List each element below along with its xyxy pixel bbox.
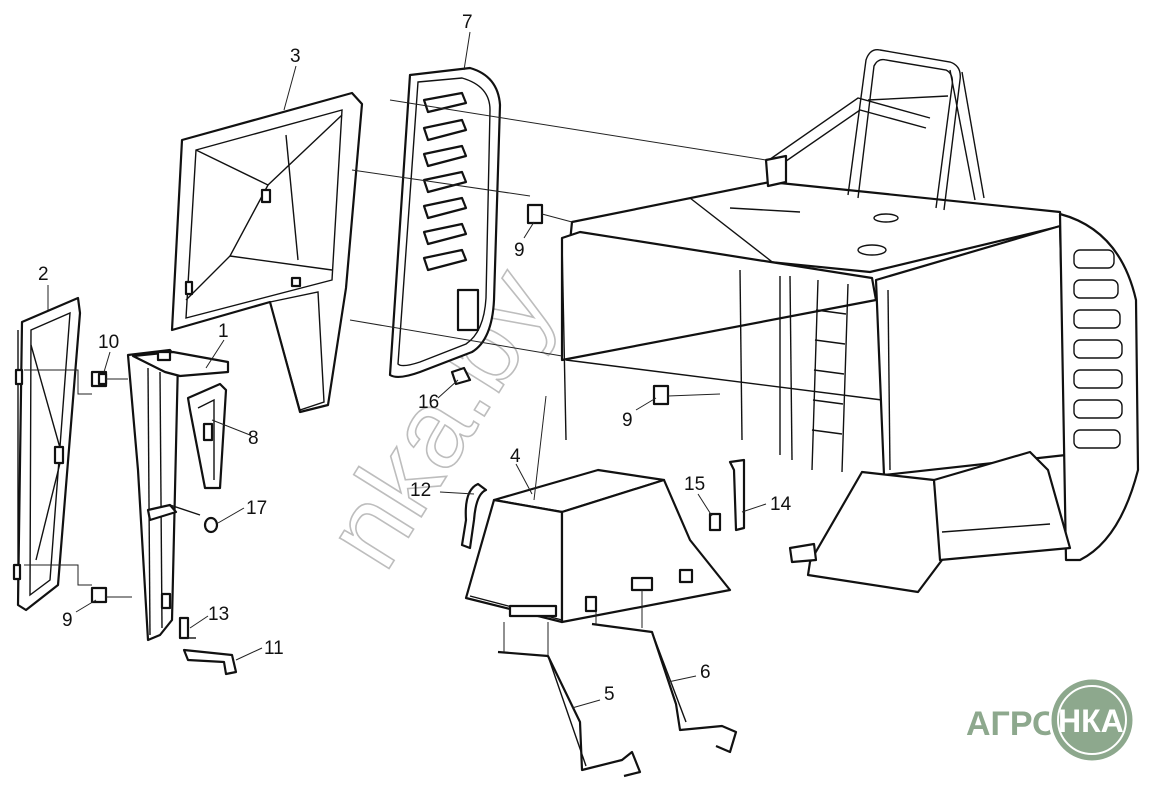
agro-nka-logo: АГРО НКА: [966, 676, 1136, 764]
label-9-top: 9: [514, 240, 525, 261]
part-9-hinge-upper: [526, 203, 544, 225]
part-15-clip: [708, 512, 722, 532]
part-16-clip: [450, 366, 472, 386]
label-8: 8: [248, 428, 259, 449]
label-13: 13: [208, 604, 229, 625]
assembly-lines-left: [24, 369, 92, 586]
part-6-strut: [591, 622, 738, 754]
part-13-clip: [178, 616, 196, 640]
label-1: 1: [218, 321, 229, 342]
cab-ladder: [811, 279, 849, 473]
label-9-mid: 9: [622, 410, 633, 431]
part-3-frame: [170, 91, 364, 414]
rear-louvers: [1073, 249, 1123, 449]
label-6: 6: [700, 662, 711, 683]
part-7-louver-panel: [388, 66, 502, 379]
part-12-handle: [460, 482, 488, 550]
label-9-left: 9: [62, 610, 73, 631]
part-9-hinge-lower: [90, 586, 132, 604]
part-11-bracket: [182, 648, 238, 676]
label-12: 12: [410, 480, 431, 501]
part-17-nut: [203, 516, 219, 534]
roll-bar: [765, 49, 985, 211]
label-17: 17: [246, 498, 267, 519]
label-7: 7: [462, 12, 473, 33]
label-11: 11: [264, 638, 284, 659]
label-14: 14: [770, 494, 792, 515]
label-3: 3: [290, 46, 301, 67]
part-4-cover: [464, 468, 732, 624]
callout-leaders: [47, 31, 767, 709]
cab-body: [560, 49, 1140, 594]
label-10: 10: [98, 332, 119, 353]
label-15: 15: [684, 474, 705, 495]
part-14-bracket: [728, 458, 746, 532]
callout-labels: 3 7 2 1 10 8 17 9 13 11 9 16 9 4 12 15 1…: [38, 12, 792, 705]
part-10-hinge: [90, 370, 128, 388]
label-4: 4: [510, 446, 521, 467]
label-2: 2: [38, 264, 49, 285]
part-8-bracket: [186, 382, 228, 490]
part-2-side-panel: [12, 296, 82, 612]
assembly-lines: [349, 99, 767, 656]
svg-text:НКА: НКА: [1058, 703, 1124, 739]
part-1-pillar: [126, 348, 230, 642]
label-16: 16: [418, 392, 439, 413]
part-9-hinge-middle: [652, 384, 670, 406]
label-5: 5: [604, 684, 615, 705]
svg-text:АГРО: АГРО: [966, 705, 1059, 743]
part-5-strut: [497, 650, 642, 778]
